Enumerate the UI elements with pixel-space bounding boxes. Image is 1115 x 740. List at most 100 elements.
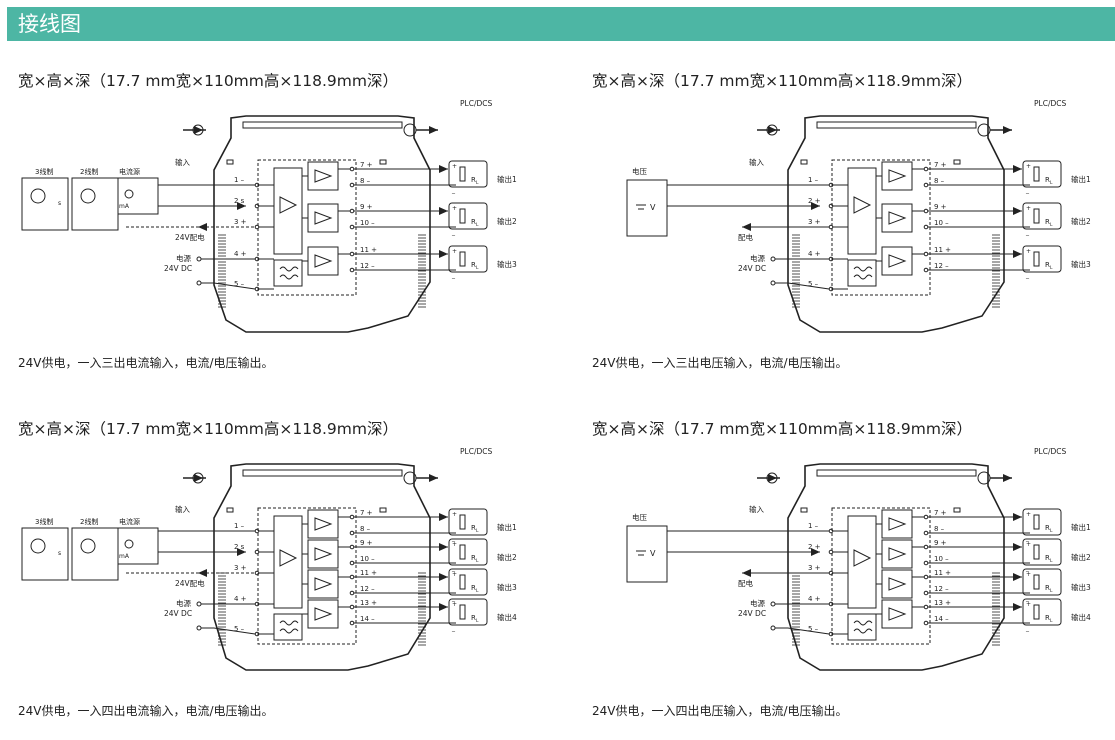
- arrow-right-icon: [237, 548, 246, 556]
- input-amp-block: [847, 515, 877, 609]
- load-label-sub: L: [1050, 528, 1053, 534]
- plc-label: PLC/DCS: [1034, 447, 1066, 456]
- terminal-point: [923, 514, 929, 520]
- voltage-label: 电压: [632, 166, 647, 176]
- terminal-slot: [953, 507, 961, 513]
- terminal-point: [254, 286, 260, 292]
- terminal-point: [196, 625, 202, 631]
- terminal-label: 10 –: [360, 219, 375, 227]
- output-label: 输出1: [497, 522, 517, 532]
- terminal-point: [349, 267, 355, 273]
- terminal-point: [349, 182, 355, 188]
- arrow-right-icon: [439, 165, 448, 173]
- voltage-label: 电压: [632, 512, 647, 522]
- minus-sign: _: [451, 229, 456, 236]
- load-label-sub: L: [476, 618, 479, 624]
- power-dc-label: 24V DC: [738, 264, 766, 273]
- resistor-icon: [1033, 166, 1040, 182]
- resistor-icon: [1033, 208, 1040, 224]
- terminal-label: 5 –: [808, 280, 819, 288]
- terminal-point: [770, 625, 776, 631]
- current-source-label: 电流源: [119, 517, 140, 526]
- amplifier-icon: [314, 547, 333, 561]
- v-label: V: [650, 549, 656, 558]
- plus-sign: +: [1026, 571, 1031, 578]
- terminal-label: 14 –: [934, 615, 949, 623]
- amplifier-icon: [314, 169, 333, 183]
- output-label: 输出2: [1071, 552, 1091, 562]
- terminal-label: 4 +: [808, 595, 821, 603]
- output-label: 输出3: [1071, 582, 1091, 592]
- load-box: [448, 568, 488, 596]
- terminal-point: [828, 256, 834, 262]
- arrow-left-icon: [198, 223, 207, 231]
- terminal-label: 11 +: [934, 246, 951, 254]
- terminal-label: 11 +: [934, 569, 951, 577]
- terminal-label: 2 s: [234, 543, 245, 551]
- transmitter-icon: [30, 188, 46, 204]
- panel-caption: 24V供电，一入四出电压输入，电流/电压输出。: [592, 704, 848, 718]
- terminal-label: 3 +: [234, 218, 247, 226]
- resistor-icon: [459, 251, 466, 267]
- feed-label: 配电: [738, 578, 753, 588]
- load-label: R: [1045, 554, 1050, 562]
- load-box: [1022, 160, 1062, 188]
- arrow-right-icon: [1013, 513, 1022, 521]
- load-label-sub: L: [476, 528, 479, 534]
- current-source-box: [117, 527, 159, 565]
- terminal-slot: [379, 507, 387, 513]
- input-amp-block: [273, 515, 303, 609]
- terminal-label: 8 –: [360, 525, 371, 533]
- terminal-point: [349, 251, 355, 257]
- terminal-label: 1 –: [808, 522, 819, 530]
- load-label-sub: L: [1050, 618, 1053, 624]
- terminal-label: 10 –: [360, 555, 375, 563]
- resistor-icon: [1033, 544, 1040, 560]
- plus-sign: +: [1026, 601, 1031, 608]
- arrow-right-icon: [194, 474, 203, 482]
- terminal-label: 2 +: [808, 197, 821, 205]
- output-label: 输出1: [497, 174, 517, 184]
- output-label: 输出3: [497, 582, 517, 592]
- terminal-label: 11 +: [360, 246, 377, 254]
- load-label: R: [471, 176, 476, 184]
- power-label: 电源: [750, 598, 765, 608]
- transformer-icon: [279, 266, 299, 280]
- resistor-icon: [459, 604, 466, 620]
- terminal-slot: [379, 159, 387, 165]
- arrow-right-icon: [768, 126, 777, 134]
- load-label: R: [1045, 261, 1050, 269]
- s-label: s: [58, 200, 61, 207]
- arrow-right-icon: [1003, 474, 1012, 482]
- plus-sign: +: [1026, 541, 1031, 548]
- terminal-point: [923, 574, 929, 580]
- terminal-label: 9 +: [360, 203, 373, 211]
- arrow-left-icon: [742, 223, 751, 231]
- terminal-label: 1 –: [808, 176, 819, 184]
- output-label: 输出3: [1071, 259, 1091, 269]
- v-label: V: [650, 203, 656, 212]
- terminal-label: 12 –: [934, 262, 949, 270]
- terminal-point: [828, 182, 834, 188]
- transformer-icon: [279, 620, 299, 634]
- arrow-right-icon: [1013, 573, 1022, 581]
- transformer-icon: [853, 266, 873, 280]
- load-box: [448, 598, 488, 626]
- output-amp-block: [881, 599, 913, 629]
- arrow-right-icon: [439, 603, 448, 611]
- loop-power-label: 24V配电: [175, 578, 205, 588]
- terminal-slot: [953, 159, 961, 165]
- arrow-right-icon: [811, 202, 820, 210]
- ma-label: mA: [119, 203, 130, 210]
- amplifier-icon: [853, 549, 872, 567]
- terminal-point: [349, 604, 355, 610]
- terminal-point: [349, 544, 355, 550]
- plus-sign: +: [1026, 248, 1031, 255]
- resistor-icon: [459, 574, 466, 590]
- arrow-left-icon: [198, 569, 207, 577]
- power-wire: [213, 627, 256, 635]
- load-box: [1022, 508, 1062, 536]
- load-label: R: [1045, 584, 1050, 592]
